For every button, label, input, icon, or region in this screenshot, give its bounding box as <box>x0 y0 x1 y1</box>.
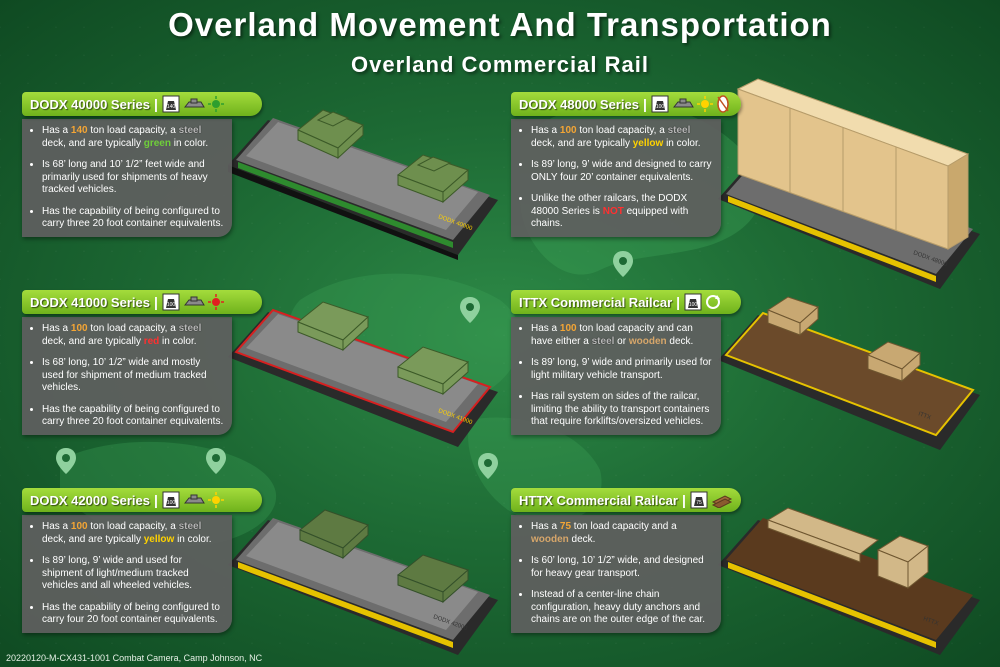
map-pin-icon <box>206 448 226 474</box>
weight-icon: 100 <box>684 293 702 311</box>
railcar-dodx-48000-illustration: DODX 48000 <box>718 78 980 289</box>
svg-text:100: 100 <box>656 104 665 110</box>
bullet-item: Is 89’ long, 9’ wide and designed to car… <box>531 159 713 184</box>
chain-icon <box>717 95 729 113</box>
panel-header-title: DODX 48000 Series <box>519 96 639 112</box>
panel-header: DODX 42000 Series | 100 <box>22 488 262 512</box>
weight-icon: 100 <box>162 491 180 509</box>
bullet-item: Has the capability of being configured t… <box>42 404 224 429</box>
svg-text:75: 75 <box>696 500 702 506</box>
car-label: HTTX <box>922 616 939 627</box>
panel-body: Has a 100 ton load capacity, a steel dec… <box>22 515 232 633</box>
railcar-dodx-42000-illustration: DODX 42000 <box>228 509 498 655</box>
panel-header-title: ITTX Commercial Railcar <box>519 294 673 310</box>
weight-icon: 140 <box>162 95 180 113</box>
weight-icon: 75 <box>690 491 708 509</box>
svg-text:140: 140 <box>167 104 176 110</box>
map-pin-icon <box>460 297 480 323</box>
tank-icon <box>183 296 205 306</box>
lumber-icon <box>711 495 732 508</box>
panel-dodx-42000: DODX 42000 Series | 100 Has a 100 ton lo… <box>22 488 272 633</box>
panel-header: HTTX Commercial Railcar | 75 <box>511 488 741 512</box>
railcar-dodx-40000-illustration: DODX 40000 <box>228 109 498 260</box>
status-light-icon <box>207 96 224 112</box>
bullet-item: Has a 100 ton load capacity and can have… <box>531 323 713 348</box>
bullet-item: Is 68’ long, 10’ 1/2” wide and mostly us… <box>42 357 224 395</box>
photo-credit: 20220120-M-CX431-1001 Combat Camera, Cam… <box>6 653 263 663</box>
panel-dodx-48000: DODX 48000 Series | 100 Has a 100 ton lo… <box>511 92 761 237</box>
status-light-icon <box>696 96 713 112</box>
svg-text:100: 100 <box>167 302 176 308</box>
tank-icon <box>183 98 205 108</box>
panel-httx: HTTX Commercial Railcar | 75 Has a 75 to… <box>511 488 761 633</box>
panel-dodx-41000: DODX 41000 Series | 100 Has a 100 ton lo… <box>22 290 272 435</box>
panel-header: DODX 48000 Series | 100 <box>511 92 741 116</box>
panel-header-title: HTTX Commercial Railcar <box>519 492 678 508</box>
page-title: Overland Movement And Transportation <box>168 6 832 43</box>
bullet-item: Instead of a center-line chain configura… <box>531 589 713 627</box>
bullet-item: Has rail system on sides of the railcar,… <box>531 391 713 429</box>
bullet-item: Has the capability of being configured t… <box>42 206 224 231</box>
bullet-item: Has a 100 ton load capacity, a steel dec… <box>42 323 224 348</box>
map-pin-icon <box>478 453 498 479</box>
map-pin-icon <box>56 448 76 474</box>
svg-text:100: 100 <box>689 302 698 308</box>
railcar-httx-illustration: HTTX <box>718 507 980 655</box>
panel-ittx: ITTX Commercial Railcar | 100 Has a 100 … <box>511 290 761 435</box>
bullet-item: Is 89’ long, 9’ wide and primarily used … <box>531 357 713 382</box>
tank-icon <box>183 494 205 504</box>
panel-body: Has a 100 ton load capacity, a steel dec… <box>511 119 721 237</box>
panel-dodx-40000: DODX 40000 Series | 140 Has a 140 ton lo… <box>22 92 272 237</box>
rotate-icon <box>706 295 721 309</box>
panel-body: Has a 100 ton load capacity and can have… <box>511 317 721 435</box>
bullet-item: Is 89’ long, 9’ wide and used for shipme… <box>42 555 224 593</box>
bullet-item: Is 60’ long, 10’ 1/2” wide, and designed… <box>531 555 713 580</box>
panel-header-title: DODX 40000 Series <box>30 96 150 112</box>
weight-icon: 100 <box>162 293 180 311</box>
bullet-item: Has a 75 ton load capacity and a wooden … <box>531 521 713 546</box>
bullet-item: Has a 100 ton load capacity, a steel dec… <box>42 521 224 546</box>
panel-body: Has a 100 ton load capacity, a steel dec… <box>22 317 232 435</box>
bullet-item: Has a 100 ton load capacity, a steel dec… <box>531 125 713 150</box>
page-subtitle: Overland Commercial Rail <box>351 52 649 77</box>
status-light-icon <box>207 294 224 310</box>
panel-header-title: DODX 41000 Series <box>30 294 150 310</box>
panel-body: Has a 75 ton load capacity and a wooden … <box>511 515 721 633</box>
panel-body: Has a 140 ton load capacity, a steel dec… <box>22 119 232 237</box>
weight-icon: 100 <box>651 95 669 113</box>
svg-text:100: 100 <box>167 500 176 506</box>
bullet-item: Has the capability of being configured t… <box>42 602 224 627</box>
bullet-item: Has a 140 ton load capacity, a steel dec… <box>42 125 224 150</box>
railcar-ittx-illustration: ITTX <box>718 296 980 450</box>
panel-header: DODX 41000 Series | 100 <box>22 290 262 314</box>
status-light-icon <box>207 492 224 508</box>
car-label: ITTX <box>917 411 931 421</box>
tank-icon <box>672 98 694 108</box>
bullet-item: Unlike the other railcars, the DODX 4800… <box>531 193 713 231</box>
railcar-dodx-41000-illustration: DODX 41000 <box>228 301 498 447</box>
panel-header-title: DODX 42000 Series <box>30 492 150 508</box>
panel-header: DODX 40000 Series | 140 <box>22 92 262 116</box>
map-pin-icon <box>613 251 633 277</box>
bullet-item: Is 68’ long and 10’ 1/2” feet wide and p… <box>42 159 224 197</box>
panel-header: ITTX Commercial Railcar | 100 <box>511 290 741 314</box>
